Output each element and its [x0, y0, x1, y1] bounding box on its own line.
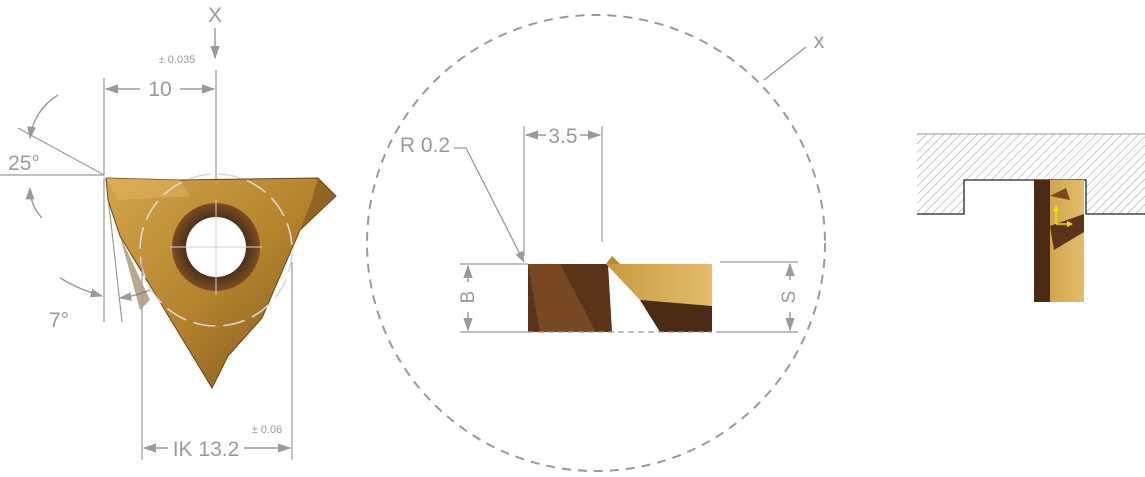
angle-arc-25-bottom [25, 186, 43, 219]
detail-mark-x: x [814, 30, 825, 53]
angle-arc-7-left [59, 277, 104, 298]
width-tolerance: ± 0.035 [159, 54, 196, 66]
detail-view: x R 0.2 3.5 B S [366, 14, 826, 472]
radius-label: R 0.2 [400, 134, 450, 157]
ik-value: IK 13.2 [173, 438, 240, 461]
tool-dark-side [1034, 180, 1050, 302]
angle-arc-25-top [27, 94, 59, 140]
angle-arc-7-right [118, 289, 151, 301]
inscribed-circle [139, 173, 293, 327]
width-value: 10 [148, 78, 171, 101]
profile-bottom-shade [640, 300, 712, 332]
length-value: 3.5 [548, 125, 577, 148]
profile-top-notch [606, 256, 620, 264]
radius-leader [454, 147, 525, 264]
detail-leader [763, 46, 807, 81]
s-label: S [779, 291, 800, 304]
feed-arrowhead-right [1067, 221, 1073, 227]
angle-7-label: 7° [49, 309, 69, 332]
insert-corner-shade [300, 178, 336, 230]
angle-25-label: 25° [8, 152, 40, 175]
workpiece-hatch [917, 134, 1145, 214]
tool-cutting-face [1050, 214, 1084, 250]
insert-top-view: X ± 0.035 10 25° 7° [0, 4, 337, 461]
insert-highlight [106, 178, 190, 200]
groove-outline [917, 179, 1145, 215]
b-label: B [458, 291, 479, 304]
groove-section-view [917, 133, 1145, 302]
feed-arrowhead-up [1053, 205, 1059, 211]
ik-tolerance: ± 0.06 [252, 424, 283, 436]
section-mark-x: X [208, 4, 222, 27]
tool-notch [1050, 188, 1070, 200]
profile-tip-facet [528, 264, 596, 332]
detail-circle [366, 14, 826, 472]
